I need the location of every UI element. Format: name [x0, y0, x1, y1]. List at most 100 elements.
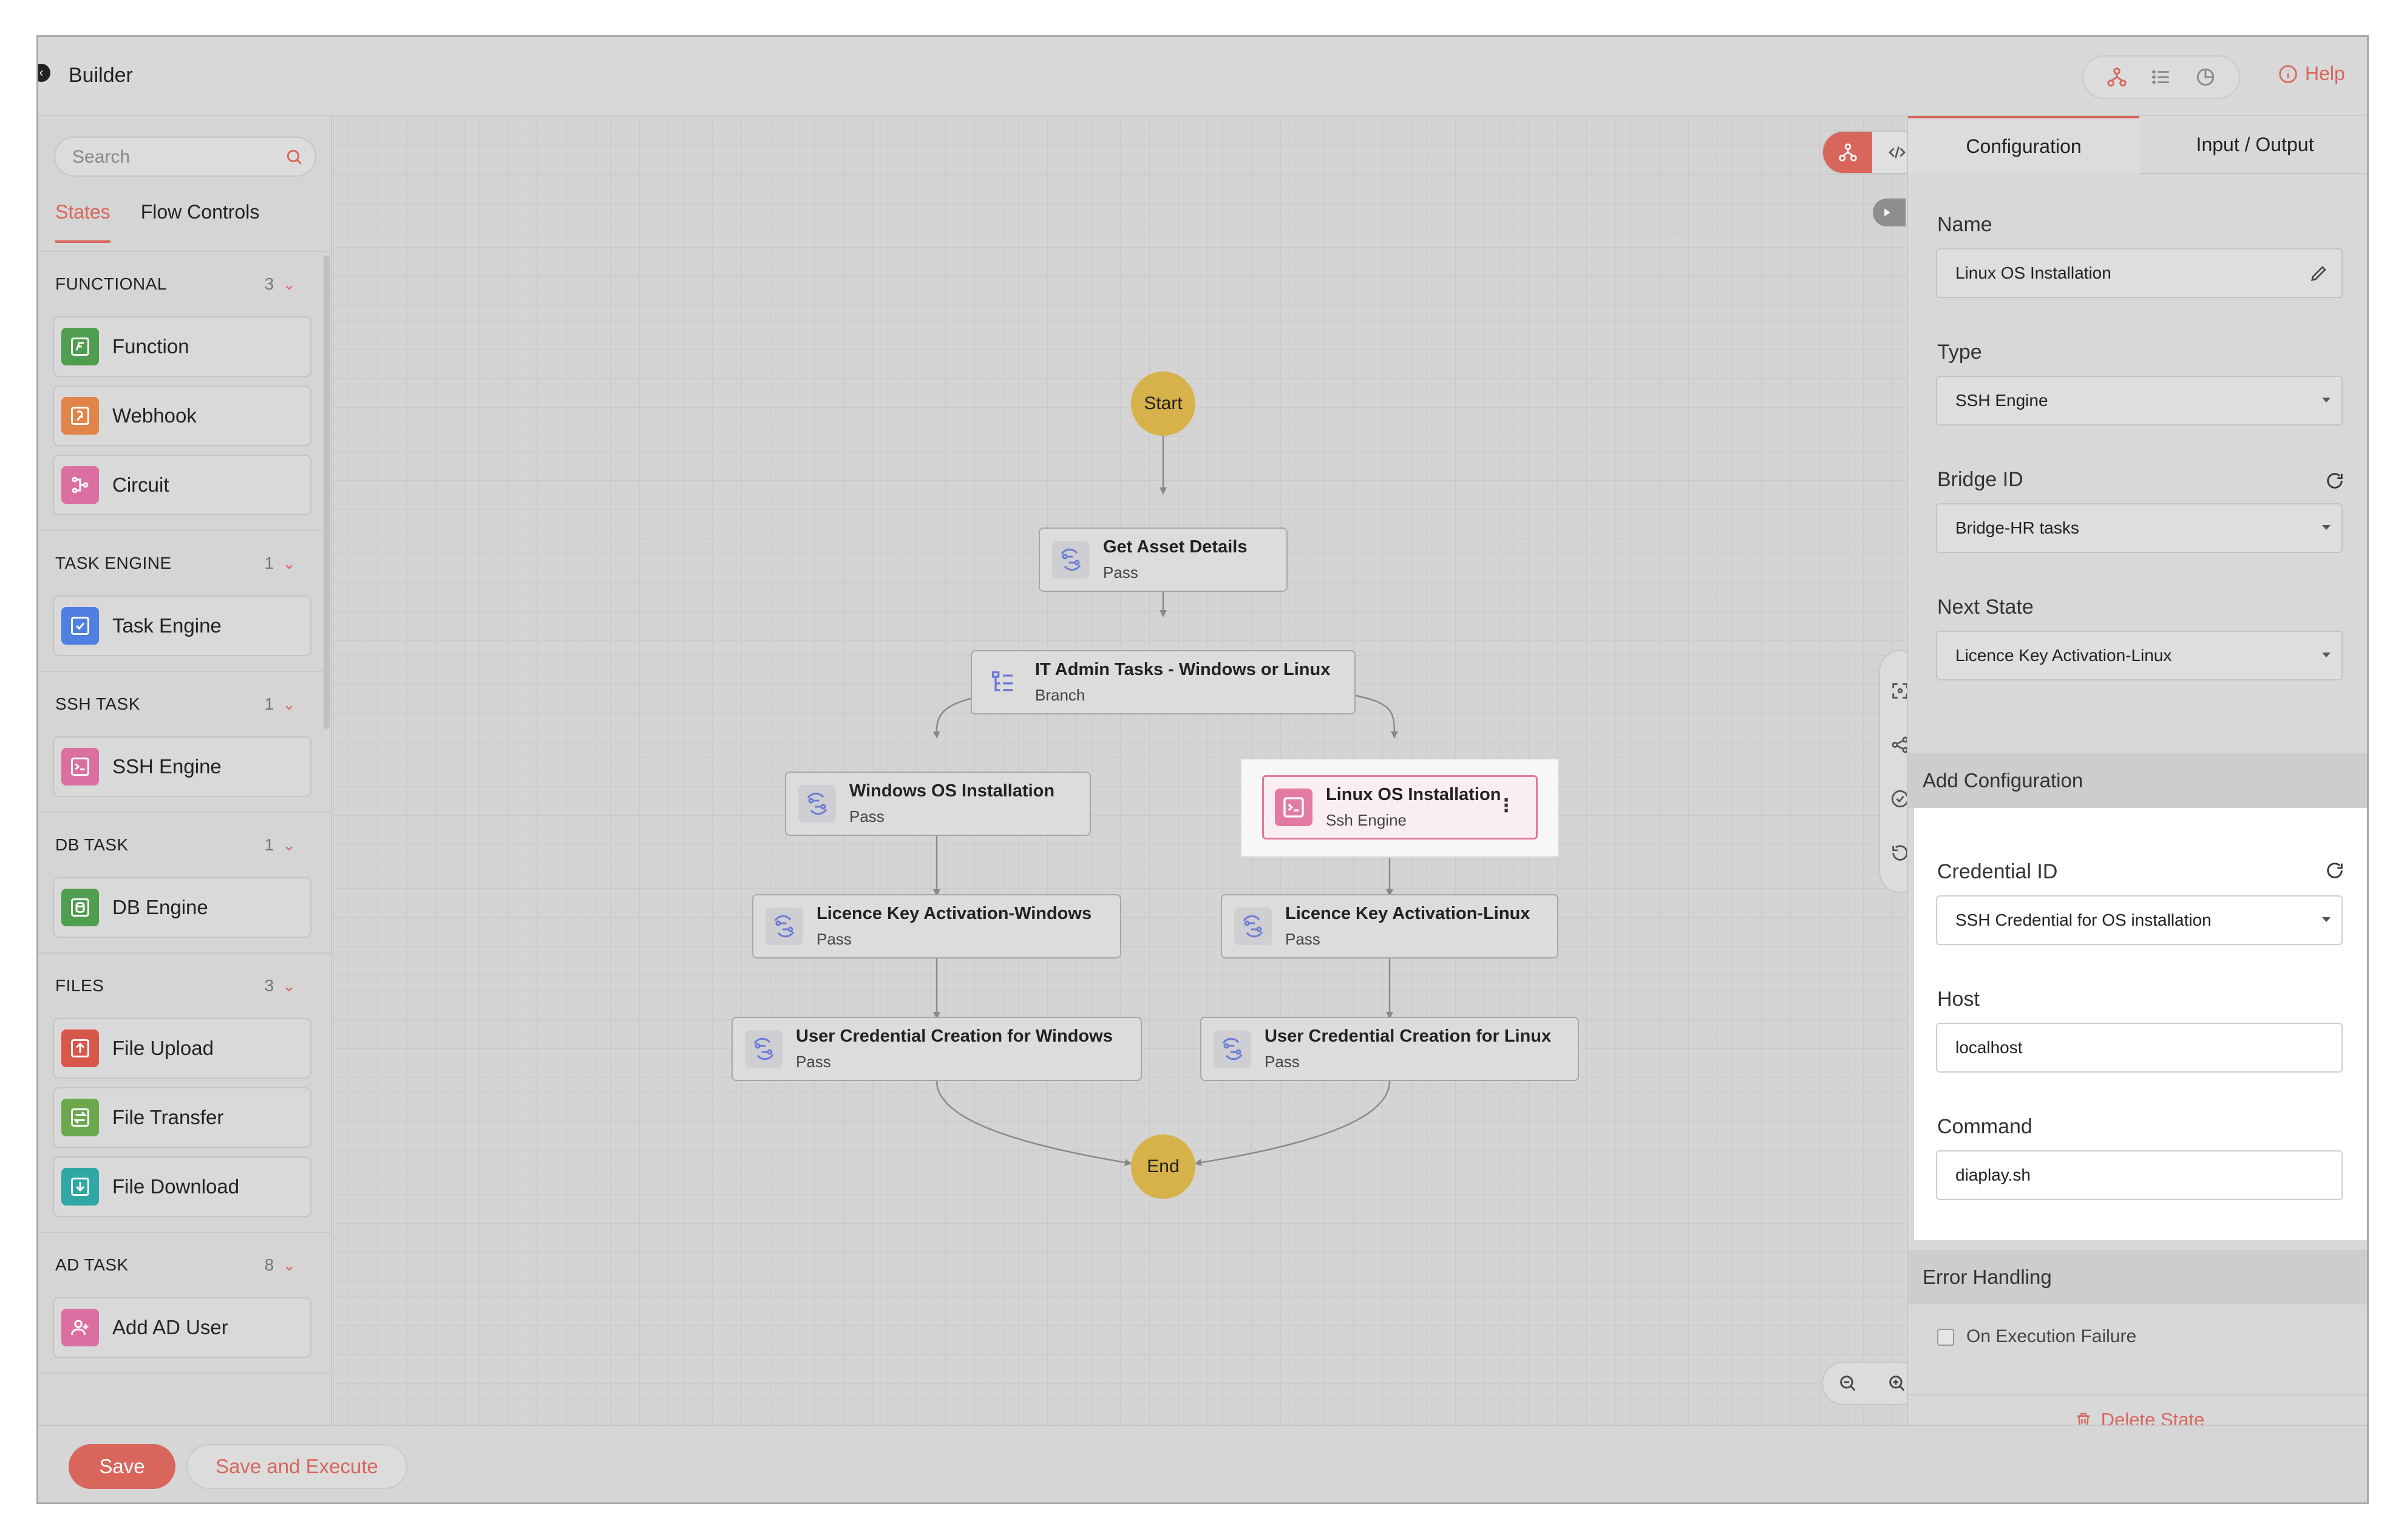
tab-configuration[interactable]: Configuration — [1908, 116, 2139, 174]
node-title: IT Admin Tasks - Windows or Linux — [1035, 660, 1331, 679]
category-title: FILES — [55, 976, 104, 995]
divider — [1908, 1394, 2367, 1396]
zoom-out-icon[interactable] — [1838, 1373, 1858, 1394]
save-button[interactable]: Save — [69, 1444, 175, 1489]
collapse-panel-icon[interactable] — [1873, 198, 1906, 226]
category-task-engine: TASK ENGINE 1⌄ Task Engine — [38, 531, 331, 672]
count-value: 1 — [264, 554, 274, 572]
node-title: User Credential Creation for Linux — [1265, 1026, 1552, 1046]
config-tabs: Configuration Input / Output — [1908, 116, 2367, 174]
terminal-icon — [1275, 789, 1312, 826]
state-label: Add AD User — [112, 1316, 228, 1338]
state-item-db-engine[interactable]: DB Engine — [53, 877, 311, 938]
command-input[interactable]: diaplay.sh — [1936, 1150, 2343, 1200]
bridge-id-select[interactable]: Bridge-HR tasks — [1936, 503, 2343, 553]
category-header[interactable]: AD TASK 8⌄ — [38, 1233, 331, 1297]
flow-view-icon[interactable] — [2100, 60, 2134, 94]
state-item-file-download[interactable]: File Download — [53, 1156, 311, 1217]
dropdown-arrow-icon — [2322, 525, 2331, 530]
type-select[interactable]: SSH Engine — [1936, 376, 2343, 426]
code-view-icon[interactable] — [1872, 132, 1921, 173]
category-title: FUNCTIONAL — [55, 274, 167, 293]
host-input[interactable]: localhost — [1936, 1023, 2343, 1073]
state-item-add-ad-user[interactable]: Add AD User — [53, 1297, 311, 1358]
chevron-down-icon: ⌄ — [282, 1255, 296, 1274]
dropdown-arrow-icon — [2322, 917, 2331, 922]
state-item-task-engine[interactable]: Task Engine — [53, 595, 311, 656]
bridge-id-value: Bridge-HR tasks — [1955, 518, 2079, 537]
category-header[interactable]: TASK ENGINE 1⌄ — [38, 531, 331, 595]
tab-input-output[interactable]: Input / Output — [2139, 116, 2367, 174]
state-label: Circuit — [112, 473, 169, 496]
category-header[interactable]: SSH TASK 1⌄ — [38, 672, 331, 736]
dropdown-arrow-icon — [2322, 398, 2331, 402]
refresh-icon[interactable] — [2324, 470, 2345, 491]
file-transfer-icon — [61, 1099, 99, 1136]
name-field[interactable]: Linux OS Installation — [1936, 248, 2343, 298]
circuit-icon — [61, 466, 99, 504]
credential-id-select[interactable]: SSH Credential for OS installation — [1936, 895, 2343, 945]
divider — [38, 251, 331, 252]
category-header[interactable]: FILES 3⌄ — [38, 954, 331, 1018]
state-item-file-transfer[interactable]: File Transfer — [53, 1087, 311, 1148]
state-item-file-upload[interactable]: File Upload — [53, 1018, 311, 1079]
node-type: Pass — [1265, 1053, 1300, 1071]
file-upload-icon — [61, 1029, 99, 1067]
design-mode-icon[interactable] — [1823, 132, 1872, 173]
state-item-ssh-engine[interactable]: SSH Engine — [53, 736, 311, 797]
pass-state-icon — [766, 907, 803, 945]
host-value: localhost — [1955, 1038, 2023, 1057]
state-item-circuit[interactable]: Circuit — [53, 455, 311, 515]
state-label: DB Engine — [112, 896, 208, 918]
state-item-webhook[interactable]: Webhook — [53, 385, 311, 446]
view-toggle-group — [2082, 55, 2240, 99]
category-count: 3⌄ — [265, 976, 296, 996]
state-label: File Download — [112, 1175, 240, 1198]
end-node[interactable]: End — [1131, 1135, 1195, 1199]
search-input[interactable] — [72, 144, 279, 171]
list-view-icon[interactable] — [2144, 60, 2178, 94]
start-node[interactable]: Start — [1131, 371, 1195, 436]
tab-flow-controls[interactable]: Flow Controls — [140, 201, 260, 223]
back-arrow-icon[interactable]: ‹ — [38, 64, 50, 82]
state-item-function[interactable]: Function — [53, 316, 311, 377]
category-header[interactable]: FUNCTIONAL 3⌄ — [38, 252, 331, 316]
more-options-icon[interactable]: ⋮ — [1497, 796, 1515, 816]
node-title: Licence Key Activation-Windows — [817, 904, 1092, 923]
edit-pencil-icon[interactable] — [2309, 263, 2329, 283]
category-header[interactable]: DB TASK 1⌄ — [38, 813, 331, 877]
save-and-execute-button[interactable]: Save and Execute — [186, 1444, 407, 1489]
category-count: 1⌄ — [265, 694, 296, 714]
refresh-icon[interactable] — [2324, 860, 2345, 881]
configuration-panel: Configuration Input / Output Name Linux … — [1907, 116, 2367, 1430]
node-title: Licence Key Activation-Linux — [1285, 904, 1530, 923]
on-execution-failure-checkbox[interactable] — [1937, 1329, 1954, 1346]
node-type: Branch — [1035, 686, 1085, 704]
reset-icon[interactable] — [1890, 843, 1910, 863]
sidebar-scrollbar[interactable] — [324, 256, 330, 729]
next-state-select[interactable]: Licence Key Activation-Linux — [1936, 631, 2343, 680]
palette-tabs: States Flow Controls — [55, 201, 259, 243]
help-link[interactable]: Help — [2278, 63, 2345, 85]
next-state-value: Licence Key Activation-Linux — [1955, 646, 2172, 665]
history-icon[interactable] — [2188, 60, 2222, 94]
search-icon[interactable] — [285, 148, 304, 167]
node-title: User Credential Creation for Windows — [796, 1026, 1113, 1046]
next-state-label: Next State — [1937, 595, 2034, 619]
zoom-in-icon[interactable] — [1887, 1373, 1907, 1394]
chevron-down-icon: ⌄ — [282, 694, 296, 713]
chevron-down-icon: ⌄ — [282, 835, 296, 854]
zoom-controls — [1822, 1362, 1923, 1405]
node-type: Pass — [1285, 930, 1320, 948]
tab-states[interactable]: States — [55, 201, 110, 243]
state-palette-sidebar: States Flow Controls FUNCTIONAL 3⌄ Funct… — [38, 116, 332, 1425]
